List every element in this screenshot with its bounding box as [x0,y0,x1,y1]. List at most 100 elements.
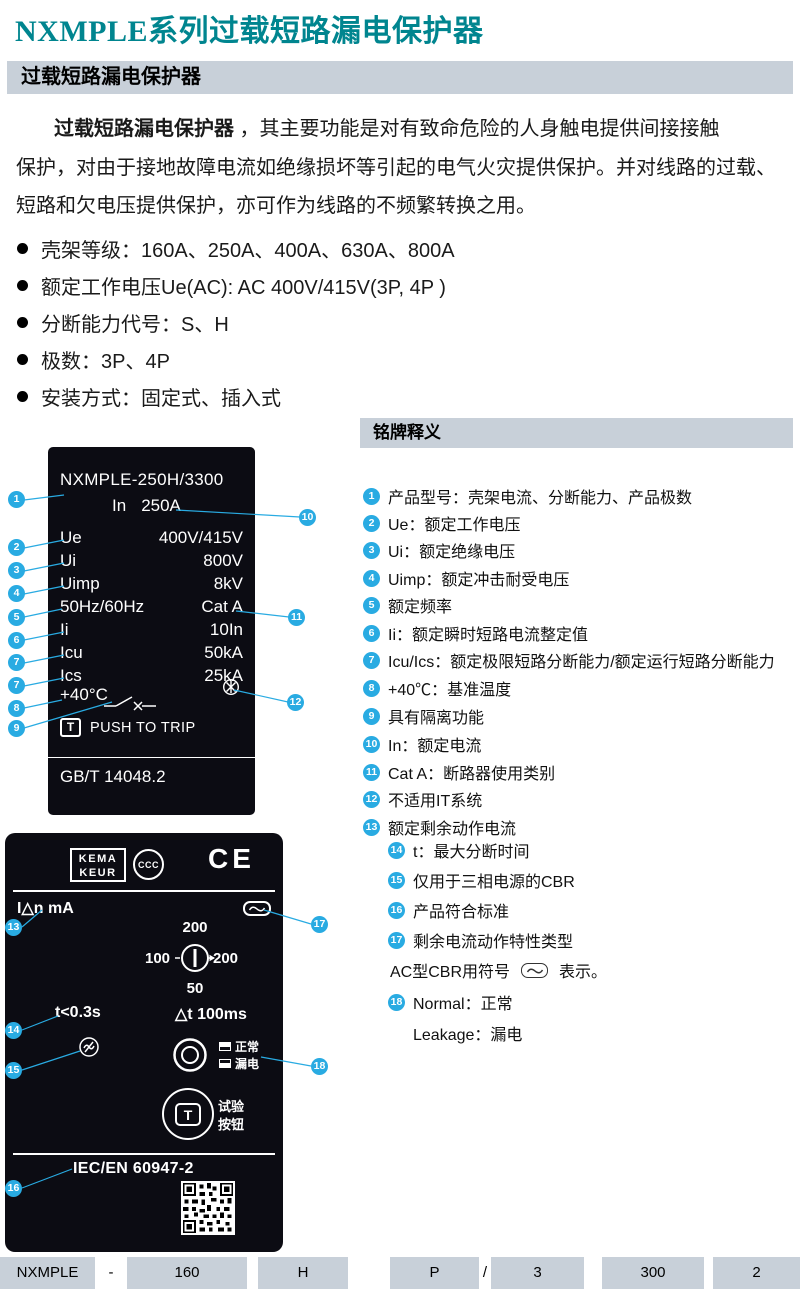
model-code-cell: H [258,1257,348,1289]
spec-label: Ue [60,528,82,547]
legend-badge: 4 [363,569,380,587]
intro-paragraph: 过载短路漏电保护器 ，其主要功能是对有致命危险的人身触电提供间接接触 保护，对由… [16,110,800,226]
spec-label: Ui [60,551,77,570]
list-item: 分断能力代号：S、H [17,304,455,341]
dial-value-bottom: 50 [186,980,204,997]
page-title: NXMPLE系列过载短路漏电保护器 [15,15,484,48]
legend-badge: 6 [363,624,380,642]
qr-code [181,1181,235,1235]
delta-t-label: △t 100ms [175,1006,247,1023]
test-button-letter: T [175,1102,201,1126]
spec-label: Icu [60,643,83,662]
legend-text: 不适用IT系统 [388,793,483,810]
legend-badge: 8 [363,679,380,697]
trip-time-label: t<0.3s [55,1004,101,1021]
list-item: 额定工作电压Ue(AC): AC 400V/415V(3P, 4P ) [17,267,455,304]
callout-badge: 9 [8,720,25,737]
intro-line: 短路和欠电压提供保护，亦可作为线路的不频繁转换之用。 [16,187,800,226]
legend-badge: 18 [388,993,405,1011]
legend-badge: 3 [363,541,380,559]
ac-wave-icon [521,962,549,978]
kema-logo-line: KEUR [79,867,117,879]
model-code-gap [584,1257,602,1289]
legend-text: Leakage：漏电 [413,1027,523,1044]
indicator-window-icon [170,1035,210,1080]
bullet-text: 极数：3P、4P [41,351,170,373]
legend-item: 15 仅用于三相电源的CBR [388,868,575,892]
callout-badge: 4 [8,585,25,602]
legend-text: +40℃：基准温度 [388,682,512,699]
intro-text: 保护，对由于接地故障电流如绝缘损坏等引起的电气火灾提供保护。并对线路的过载、 [16,156,776,179]
intro-text: 短路和欠电压提供保护，亦可作为线路的不频繁转换之用。 [16,195,536,217]
list-item: 安装方式：固定式、插入式 [17,378,455,415]
indicator-leak-label: 漏电 [235,1057,260,1071]
legend-text: Cat A：断路器使用类别 [388,766,556,783]
callout-badge: 8 [8,700,25,717]
dial-value-left: 100 [145,950,171,967]
legend-badge: 15 [388,871,405,889]
callout-badge: 17 [311,916,328,933]
model-code-gap [247,1257,258,1289]
legend-badge: 14 [388,841,405,859]
legend-item: 12 不适用IT系统 [363,787,482,811]
callout-badge: 10 [299,509,316,526]
legend-badge: 1 [363,487,380,505]
legend-text: Normal：正常 [413,996,513,1013]
legend-item: 14 t：最大分断时间 [388,838,529,862]
test-button-label: 按钮 [218,1117,245,1132]
legend-item-line2: AC型CBR用符号 表示。 [390,958,607,982]
spec-value: 400V/415V [158,528,243,547]
legend-badge: 12 [363,790,380,808]
push-to-trip-label: PUSH TO TRIP [90,719,196,736]
spec-label: 50Hz/60Hz [60,597,145,616]
ac-type-icon [243,901,271,916]
callout-badge: 2 [8,539,25,556]
legend-text: 表示。 [559,964,608,981]
iec-standard-label: IEC/EN 60947-2 [73,1160,194,1177]
legend-text: 额定剩余动作电流 [388,821,517,838]
legend-text: AC型CBR用符号 [390,964,511,981]
legend-item: 18 Normal：正常 [388,990,513,1014]
legend-text: Icu/Ics：额定极限短路分断能力/额定运行短路分断能力 [388,654,775,671]
adjustment-dial-icon [175,938,215,983]
dial-value-top: 200 [182,919,208,936]
legend-badge: 10 [363,735,380,753]
legend-item-line2: Leakage：漏电 [413,1021,522,1045]
legend-text: t：最大分断时间 [413,844,530,861]
callout-badge: 1 [8,491,25,508]
legend-text: 仅用于三相电源的CBR [413,874,575,891]
isolator-switch-icon [104,695,156,716]
callout-badge: 5 [8,609,25,626]
spec-label: Ics [60,666,82,685]
legend-item: 8 +40℃：基准温度 [363,676,511,700]
indicator-leak-icon [219,1059,231,1068]
callout-badge: 16 [5,1180,22,1197]
bullet-icon [17,280,28,291]
callout-badge: 14 [5,1022,22,1039]
intro-line: 保护，对由于接地故障电流如绝缘损坏等引起的电气火灾提供保护。并对线路的过载、 [16,149,800,188]
bullet-icon [17,243,28,254]
callout-badge: 11 [288,609,305,626]
model-code-cell: 3 [491,1257,584,1289]
intro-text: ，其主要功能是对有致命危险的人身触电提供间接接触 [234,118,720,140]
model-code-cell: P [390,1257,479,1289]
legend-text: Uimp：额定冲击耐受电压 [388,572,570,589]
spec-value: 250A [141,496,181,515]
legend-badge: 11 [363,763,380,781]
callout-badge: 12 [287,694,304,711]
callout-badge: 7 [8,677,25,694]
intro-line: 过载短路漏电保护器 ，其主要功能是对有致命危险的人身触电提供间接接触 [16,110,800,149]
divider [13,890,275,892]
bullet-icon [17,317,28,328]
model-code-separator: - [108,1264,114,1281]
